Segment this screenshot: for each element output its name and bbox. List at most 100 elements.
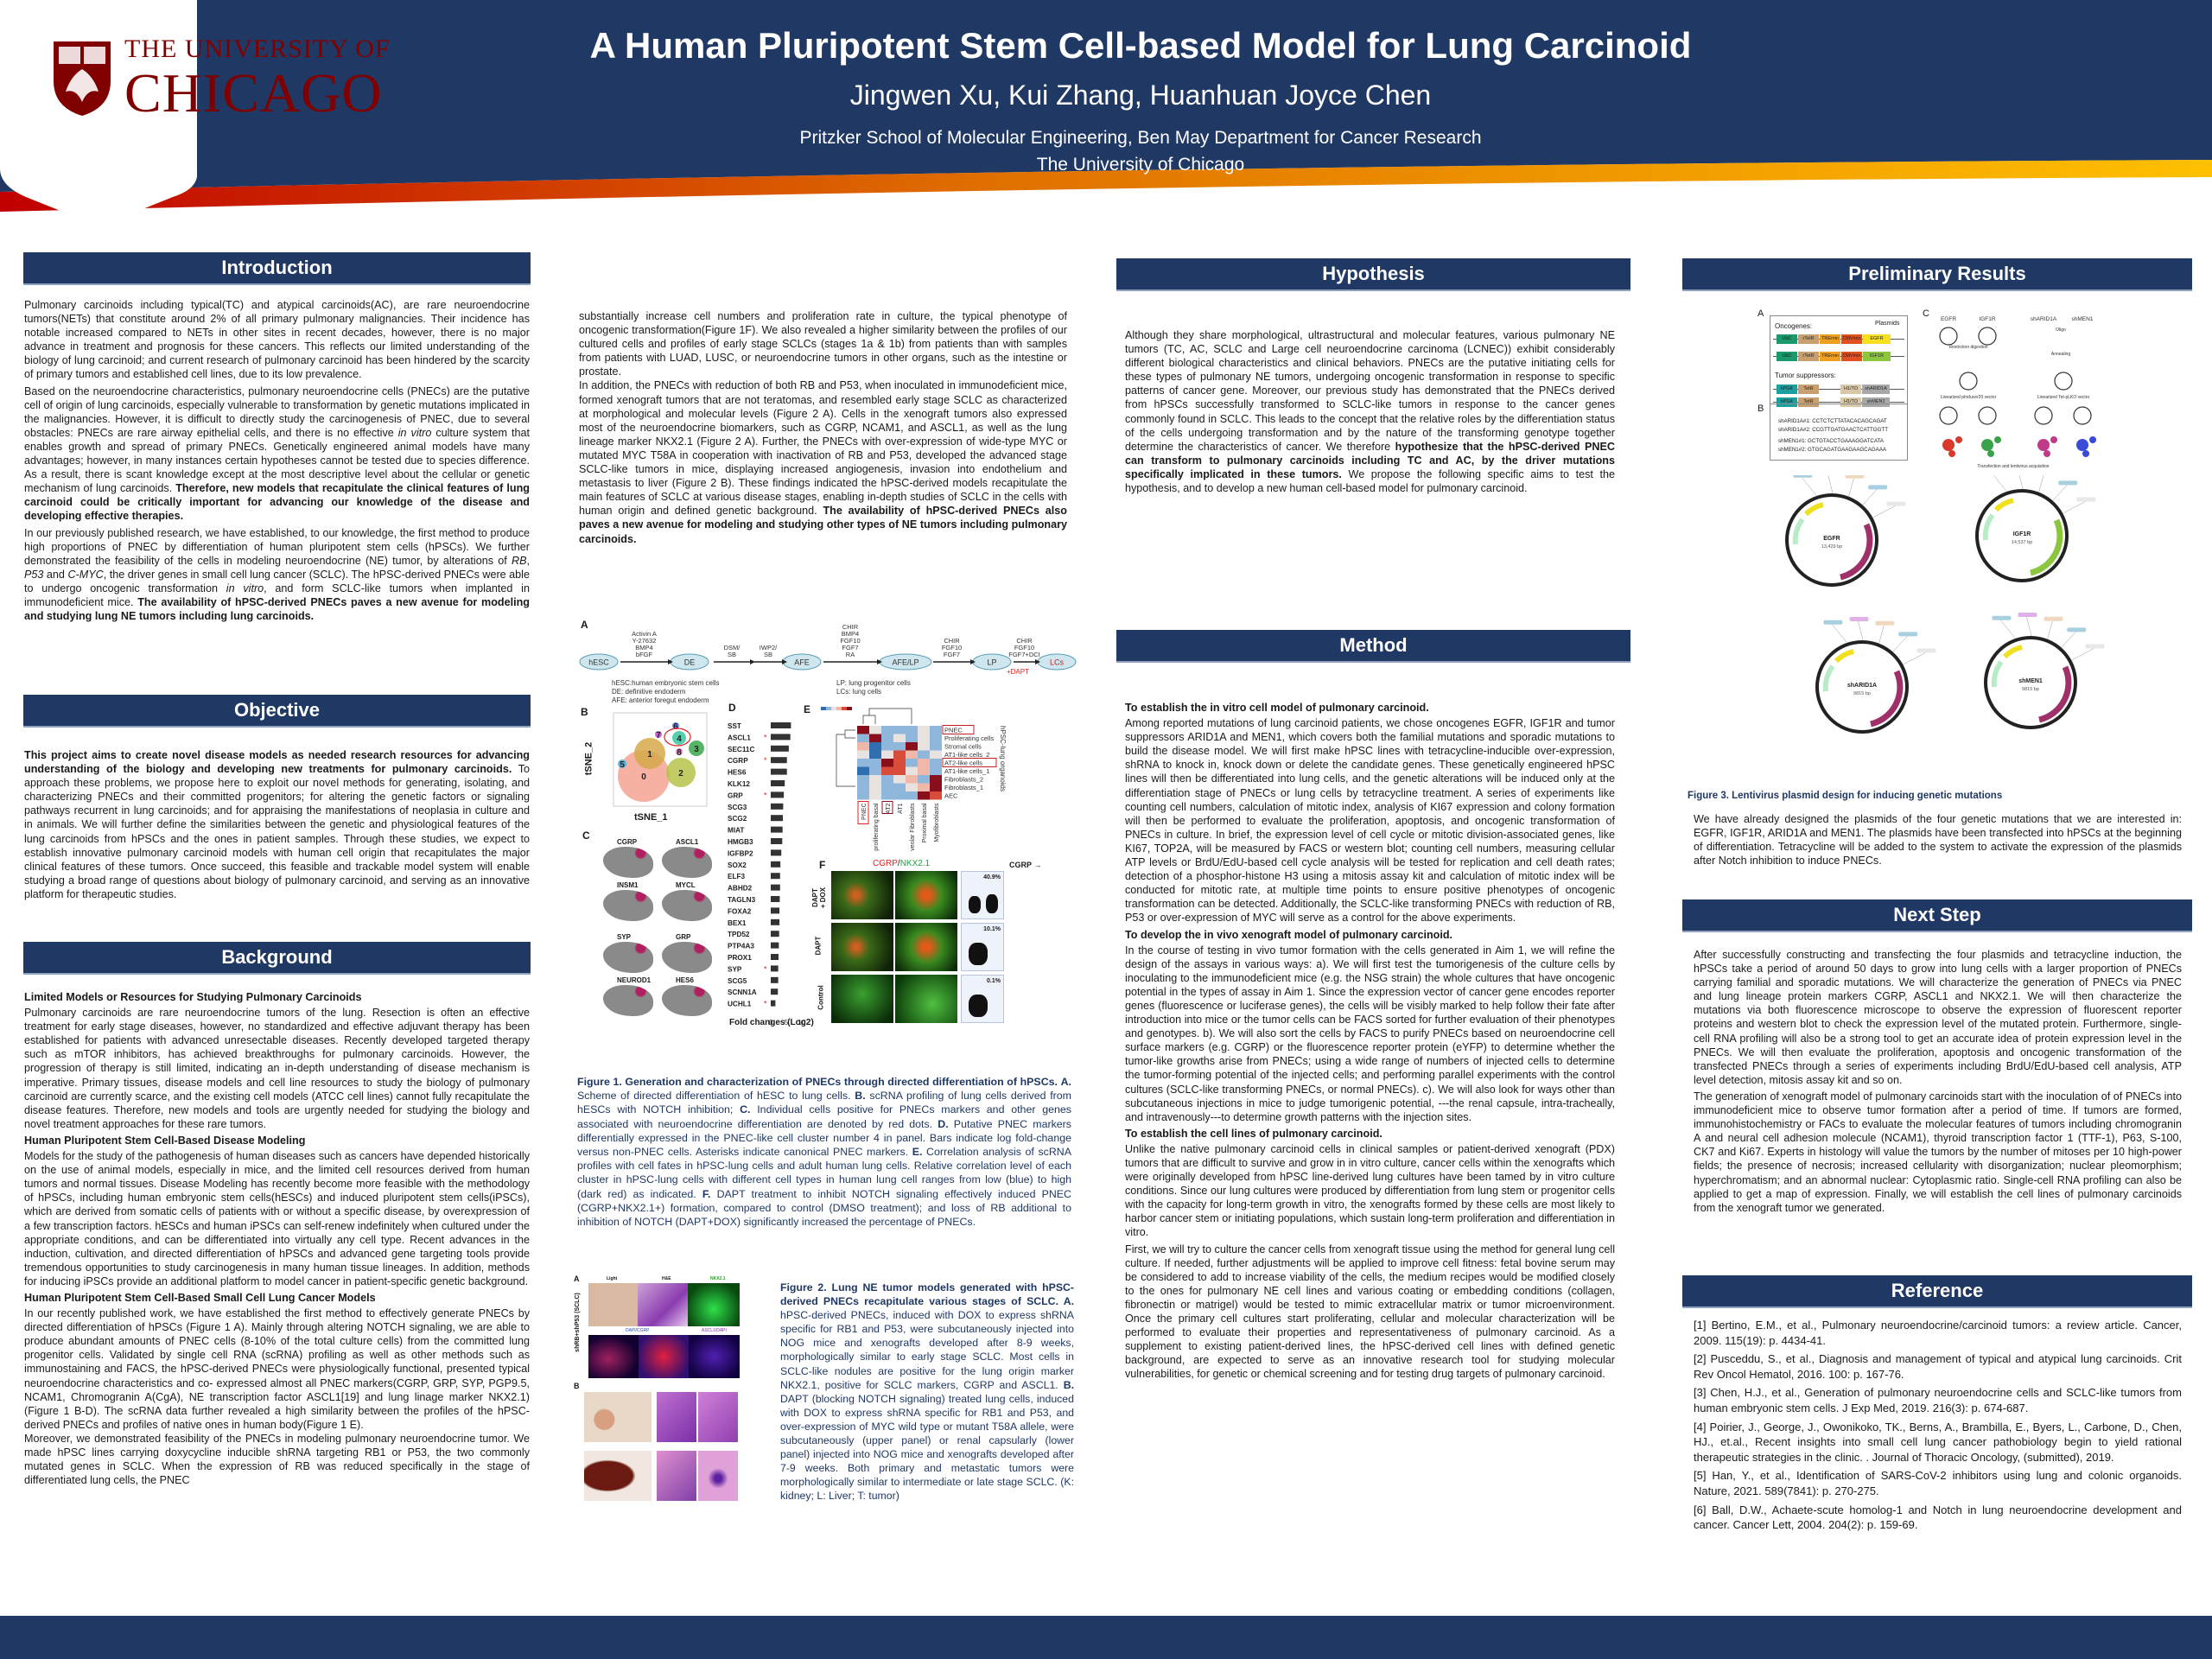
poster-footer bbox=[0, 1616, 2212, 1659]
heatmap-cell bbox=[881, 750, 893, 759]
fig3-panel-c-label: C bbox=[1923, 308, 1929, 319]
fig2-subq-tumors-photo bbox=[584, 1392, 652, 1442]
heatmap-cell bbox=[906, 726, 918, 734]
cluster-label: 2 bbox=[678, 769, 683, 779]
heatmap-cell bbox=[906, 734, 918, 742]
logo-line1: THE UNIVERSITY OF bbox=[124, 35, 391, 63]
background-header: Background bbox=[23, 942, 531, 973]
fig2-dapi-cgrp-label: DAPI/CGRP bbox=[626, 1328, 650, 1333]
facs-percentage: 10.1% bbox=[983, 926, 1001, 932]
construct-element: UbC bbox=[1777, 352, 1797, 361]
heatmap-cell bbox=[918, 750, 930, 759]
feature-tag bbox=[1916, 648, 1936, 653]
heatmap-cell bbox=[881, 742, 893, 751]
tick-label: 5 bbox=[785, 1019, 789, 1026]
heatmap-cell bbox=[918, 766, 930, 775]
canonical-marker-star: * bbox=[764, 733, 767, 741]
fig2-ascl1-label: ASCL1/DAPI bbox=[702, 1328, 727, 1333]
heatmap-cell bbox=[869, 791, 881, 800]
feature-leader bbox=[1827, 475, 1834, 494]
gene-label: BEX1 bbox=[728, 919, 747, 927]
heatmap-cell bbox=[869, 775, 881, 784]
fold-change-bar bbox=[771, 803, 784, 810]
heatmap-col-label: Alveolar Fibroblasts bbox=[910, 803, 916, 851]
background-subheading-1: Limited Models or Resources for Studying… bbox=[24, 991, 362, 1003]
plasmid-map-ring bbox=[1984, 636, 2077, 729]
university-logo: THE UNIVERSITY OF CHICAGO bbox=[52, 36, 391, 121]
feature-leader bbox=[1832, 624, 1847, 644]
heatmap-row-label: AEC bbox=[944, 792, 958, 800]
feature-tag bbox=[2067, 627, 2087, 632]
fold-change-bar bbox=[771, 757, 787, 764]
fold-change-bar bbox=[771, 884, 780, 891]
fig1-tsne-ylabel: tSNE_2 bbox=[583, 741, 594, 776]
stage-node bbox=[579, 653, 619, 671]
marker-label: GRP bbox=[676, 933, 691, 941]
heatmap-cell bbox=[893, 791, 906, 800]
fig2-renal-liver-photo bbox=[584, 1451, 652, 1501]
reference-list: [1] Bertino, E.M., et al., Pulmonary neu… bbox=[1694, 1318, 2182, 1536]
fig3-suppressors-label: Tumor suppressors: bbox=[1775, 372, 1836, 379]
gene-label: HMGB3 bbox=[728, 838, 753, 846]
figure-3-caption: Figure 3. Lentivirus plasmid design for … bbox=[1688, 791, 2003, 801]
gene-label: IGF1R bbox=[1979, 316, 1995, 322]
heatmap-cell bbox=[930, 734, 942, 742]
arrow-head bbox=[750, 659, 755, 664]
heatmap-cell bbox=[930, 766, 942, 775]
gene-label: CGRP bbox=[728, 757, 748, 765]
arrow-head bbox=[877, 659, 882, 664]
fig2-he-stain bbox=[638, 1283, 688, 1326]
background-body: Limited Models or Resources for Studying… bbox=[24, 988, 530, 1490]
construct-element: shARID1A bbox=[1862, 385, 1890, 394]
step-factor: CHIR bbox=[944, 637, 960, 645]
feature-tag bbox=[1868, 485, 1888, 490]
fold-change-bar bbox=[771, 791, 785, 798]
fig1-panel-b-label: B bbox=[581, 706, 588, 718]
fold-change-bar bbox=[771, 918, 780, 925]
feature-tag bbox=[1793, 475, 1813, 478]
gene-label: ELF3 bbox=[728, 873, 745, 880]
feature-tag bbox=[2076, 497, 2096, 502]
method-subheading-3: To establish the cell lines of pulmonary… bbox=[1125, 1127, 1382, 1140]
fold-change-bar bbox=[771, 780, 785, 786]
gene-label: ABHD2 bbox=[728, 885, 753, 893]
plasmid-size: 14,537 bp bbox=[2012, 540, 2032, 545]
feature-leader bbox=[2063, 501, 2086, 514]
heatmap-cell bbox=[857, 734, 869, 742]
step-factor: FGF10 bbox=[1014, 644, 1034, 652]
arrow-head bbox=[1035, 659, 1040, 664]
background-paragraph-3: In our recently published work, we have … bbox=[24, 1307, 530, 1431]
fig1-d-xlabel: Fold changes (Log2) bbox=[729, 1018, 814, 1027]
plasmid-circle bbox=[1939, 406, 1958, 425]
gene-label: SCG5 bbox=[728, 977, 747, 985]
highlight-box bbox=[942, 758, 997, 767]
heatmap-cell bbox=[857, 775, 869, 784]
transfected-cell-icon bbox=[2037, 439, 2050, 451]
fold-change-bar bbox=[771, 976, 779, 983]
transfected-cell-icon bbox=[1942, 439, 1955, 451]
gene-label: SEC11C bbox=[728, 746, 754, 753]
heatmap-row-label: Fibroblasts_2 bbox=[944, 776, 983, 784]
fig3-panel-b-label: B bbox=[1758, 404, 1764, 414]
microscopy-image bbox=[831, 923, 893, 971]
construct-element: shMEN1 bbox=[1862, 397, 1890, 407]
fig2-a-side-label: shRB+shP53 (SCLC) bbox=[574, 1293, 581, 1352]
heatmap-cell bbox=[906, 759, 918, 767]
feature-leader bbox=[2018, 475, 2024, 490]
heatmap-cell bbox=[918, 783, 930, 791]
ampr-arc bbox=[1792, 518, 1805, 545]
background-subheading-3: Human Pluripotent Stem Cell-Based Small … bbox=[24, 1291, 376, 1304]
heatmap-cell bbox=[918, 726, 930, 734]
heatmap-cell bbox=[906, 783, 918, 791]
reference-item: [5] Han, Y., et al., Identification of S… bbox=[1694, 1469, 2182, 1497]
ampr-arc bbox=[1982, 513, 1995, 541]
condition-label: DAPT bbox=[814, 936, 823, 956]
fold-change-bar bbox=[771, 907, 780, 914]
gene-label: SYP bbox=[728, 965, 742, 973]
reference-header: Reference bbox=[1682, 1275, 2192, 1306]
plasmid-name: IGF1R bbox=[2013, 531, 2031, 537]
microscopy-image bbox=[831, 975, 893, 1023]
heatmap-cell bbox=[930, 775, 942, 784]
heatmap-cell bbox=[930, 750, 942, 759]
